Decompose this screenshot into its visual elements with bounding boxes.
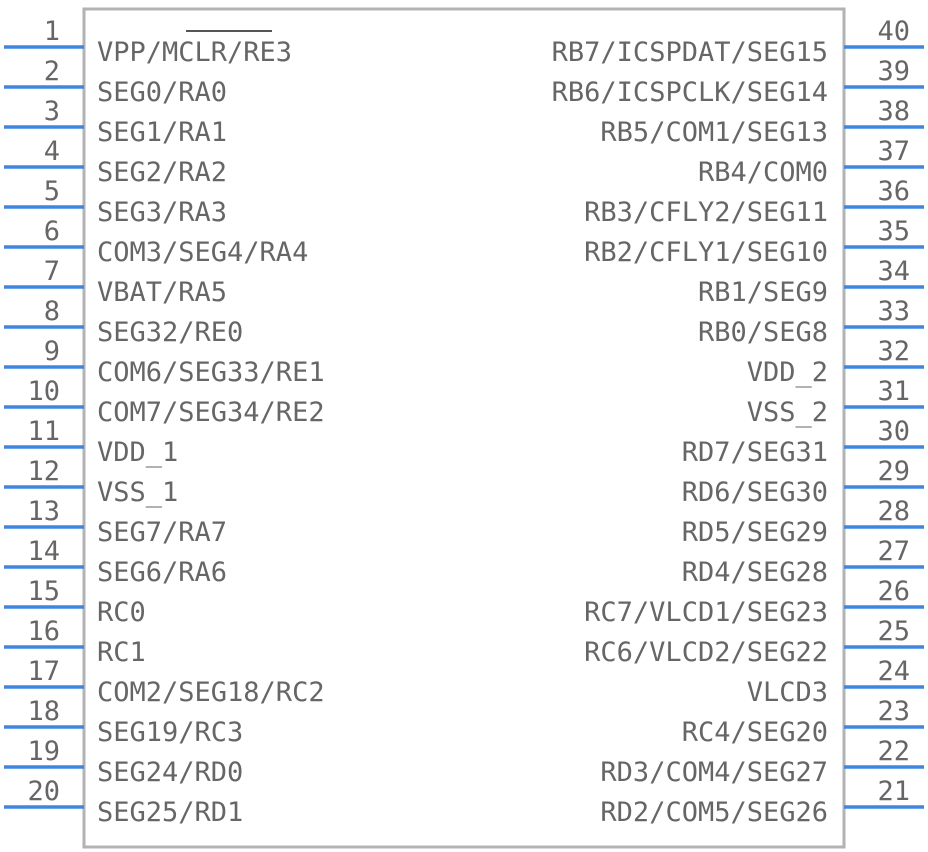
pin-26-number: 26 xyxy=(877,576,910,607)
pin-3-number: 3 xyxy=(44,96,60,127)
pin-3-label: SEG1/RA1 xyxy=(97,117,227,148)
pin-25-label: RC6/VLCD2/SEG22 xyxy=(584,637,828,668)
pin-8-label: SEG32/RE0 xyxy=(97,317,243,348)
pin-9-label: COM6/SEG33/RE1 xyxy=(97,357,325,388)
pin-24-number: 24 xyxy=(877,656,910,687)
pin-37-number: 37 xyxy=(877,136,910,167)
pin-19-number: 19 xyxy=(27,736,60,767)
pin-24-label: VLCD3 xyxy=(747,677,828,708)
pin-13-label: SEG7/RA7 xyxy=(97,517,227,548)
pin-16-label: RC1 xyxy=(97,637,146,668)
pin-10-number: 10 xyxy=(27,376,60,407)
pin-1-label: VPP/MCLR/RE3 xyxy=(97,37,292,68)
pin-36-label: RB3/CFLY2/SEG11 xyxy=(584,197,828,228)
pin-18-number: 18 xyxy=(27,696,60,727)
pin-22-number: 22 xyxy=(877,736,910,767)
pin-17-label: COM2/SEG18/RC2 xyxy=(97,677,325,708)
pin-28-number: 28 xyxy=(877,496,910,527)
pin-1-number: 1 xyxy=(44,16,60,47)
pin-14-label: SEG6/RA6 xyxy=(97,557,227,588)
pin-33-number: 33 xyxy=(877,296,910,327)
pin-12-label: VSS_1 xyxy=(97,477,178,508)
pin-18-label: SEG19/RC3 xyxy=(97,717,243,748)
pin-38-number: 38 xyxy=(877,96,910,127)
pin-9-number: 9 xyxy=(44,336,60,367)
pin-5-label: SEG3/RA3 xyxy=(97,197,227,228)
pin-2-number: 2 xyxy=(44,56,60,87)
pin-28-label: RD5/SEG29 xyxy=(682,517,828,548)
pin-4-number: 4 xyxy=(44,136,60,167)
pin-21-label: RD2/COM5/SEG26 xyxy=(600,797,828,828)
ic-body xyxy=(82,7,846,849)
pin-27-label: RD4/SEG28 xyxy=(682,557,828,588)
pin-5-number: 5 xyxy=(44,176,60,207)
pin-39-label: RB6/ICSPCLK/SEG14 xyxy=(552,77,828,108)
pin-19-label: SEG24/RD0 xyxy=(97,757,243,788)
pin-4-label: SEG2/RA2 xyxy=(97,157,227,188)
pin-40-label: RB7/ICSPDAT/SEG15 xyxy=(552,37,828,68)
pin-34-label: RB1/SEG9 xyxy=(698,277,828,308)
pin-35-number: 35 xyxy=(877,216,910,247)
pin-32-number: 32 xyxy=(877,336,910,367)
pin-30-number: 30 xyxy=(877,416,910,447)
pin-22-label: RD3/COM4/SEG27 xyxy=(600,757,828,788)
pin-38-label: RB5/COM1/SEG13 xyxy=(600,117,828,148)
pin-25-number: 25 xyxy=(877,616,910,647)
pin-32-label: VDD_2 xyxy=(747,357,828,388)
pin-35-label: RB2/CFLY1/SEG10 xyxy=(584,237,828,268)
pin-16-number: 16 xyxy=(27,616,60,647)
pin-13-number: 13 xyxy=(27,496,60,527)
pin-27-number: 27 xyxy=(877,536,910,567)
pin-39-number: 39 xyxy=(877,56,910,87)
pin-20-label: SEG25/RD1 xyxy=(97,797,243,828)
pin-30-label: RD7/SEG31 xyxy=(682,437,828,468)
pin-11-number: 11 xyxy=(27,416,60,447)
pin-40-number: 40 xyxy=(877,16,910,47)
pin-10-label: COM7/SEG34/RE2 xyxy=(97,397,325,428)
pin-12-number: 12 xyxy=(27,456,60,487)
pin-31-label: VSS_2 xyxy=(747,397,828,428)
pin-23-label: RC4/SEG20 xyxy=(682,717,828,748)
pin-15-number: 15 xyxy=(27,576,60,607)
pin-7-number: 7 xyxy=(44,256,60,287)
pin-6-number: 6 xyxy=(44,216,60,247)
pin-15-label: RC0 xyxy=(97,597,146,628)
pin-37-label: RB4/COM0 xyxy=(698,157,828,188)
pin-8-number: 8 xyxy=(44,296,60,327)
pin-29-number: 29 xyxy=(877,456,910,487)
pin-20-number: 20 xyxy=(27,776,60,807)
pin-31-number: 31 xyxy=(877,376,910,407)
pin-14-number: 14 xyxy=(27,536,60,567)
pin-23-number: 23 xyxy=(877,696,910,727)
pin-36-number: 36 xyxy=(877,176,910,207)
pin-7-label: VBAT/RA5 xyxy=(97,277,227,308)
pin-17-number: 17 xyxy=(27,656,60,687)
pin-2-label: SEG0/RA0 xyxy=(97,77,227,108)
pin-29-label: RD6/SEG30 xyxy=(682,477,828,508)
pin-21-number: 21 xyxy=(877,776,910,807)
pin-26-label: RC7/VLCD1/SEG23 xyxy=(584,597,828,628)
pin-11-label: VDD_1 xyxy=(97,437,178,468)
pin-33-label: RB0/SEG8 xyxy=(698,317,828,348)
pin-34-number: 34 xyxy=(877,256,910,287)
pin-6-label: COM3/SEG4/RA4 xyxy=(97,237,308,268)
